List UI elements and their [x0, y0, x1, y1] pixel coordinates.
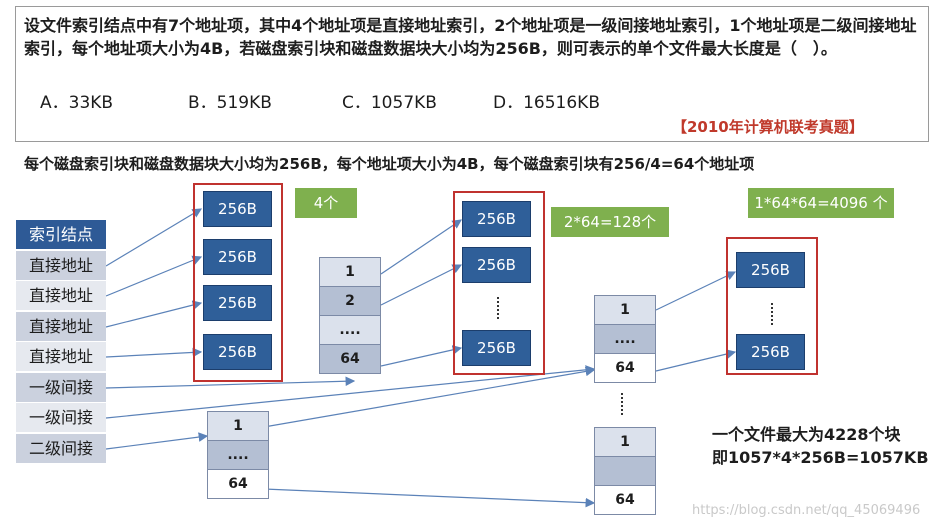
index-entry: 1	[207, 411, 269, 441]
data-block: 256B	[203, 191, 272, 227]
data-block: 256B	[203, 239, 272, 275]
direct-blocks-frame	[193, 183, 283, 382]
arrow-direct-1	[105, 208, 203, 267]
data-block: 256B	[462, 330, 531, 366]
arrow-direct-2	[105, 255, 203, 297]
arrow-direct-3	[105, 300, 203, 328]
index-entry: 64	[594, 353, 656, 383]
arrow-direct-4	[105, 347, 203, 358]
arrow-ib2-64	[263, 488, 596, 508]
inode-table: 索引结点 直接地址 直接地址 直接地址 直接地址 一级间接 一级间接 二级间接	[16, 220, 106, 464]
arrow-ib1-64	[380, 345, 463, 367]
summary-line-2: 即1057*4*256B=1057KB	[712, 448, 929, 467]
index-entry: ....	[594, 324, 656, 354]
index-entry: 64	[207, 469, 269, 499]
index-entry: 1	[594, 295, 656, 325]
option-d: D．16516KB	[493, 93, 600, 113]
index-entry	[594, 456, 656, 486]
arrow-l2	[105, 432, 209, 450]
inode-item: 二级间接	[16, 433, 106, 463]
level1-blocks-frame	[453, 191, 545, 375]
data-block: 256B	[462, 201, 531, 237]
arrow-l1-b	[105, 365, 596, 419]
index-block-l2-sub-64: 1 64	[594, 427, 656, 515]
inode-item: 一级间接	[16, 403, 106, 432]
index-block-l2: 1 .... 64	[207, 411, 269, 499]
data-block: 256B	[203, 334, 272, 370]
index-entry: 64	[594, 485, 656, 515]
ellipsis-dots	[621, 393, 627, 415]
inode-item: 直接地址	[16, 311, 106, 341]
ellipsis-dots	[771, 303, 777, 325]
arrow-ib2-1	[263, 366, 596, 428]
arrow-ib3-64	[655, 349, 737, 372]
summary-line-1: 一个文件最大为4228个块	[712, 425, 901, 444]
arrow-ib3-1	[655, 271, 737, 311]
arrow-ib1-1	[380, 219, 462, 275]
index-entry: 2	[319, 286, 381, 316]
callout-direct: 4个	[295, 188, 357, 218]
data-block: 256B	[462, 247, 531, 283]
ellipsis-dots	[497, 297, 503, 319]
summary-text: 一个文件最大为4228个块 即1057*4*256B=1057KB	[712, 423, 929, 469]
inode-item: 直接地址	[16, 281, 106, 310]
data-block: 256B	[736, 252, 805, 288]
arrow-l1-a	[105, 376, 356, 389]
index-entry: ....	[319, 315, 381, 345]
option-b: B．519KB	[188, 93, 272, 113]
option-a: A．33KB	[40, 93, 114, 113]
question-box	[15, 6, 929, 142]
question-text: 设文件索引结点中有7个地址项，其中4个地址项是直接地址索引，2个地址项是一级间接…	[24, 16, 917, 58]
data-block: 256B	[203, 285, 272, 321]
callout-level2: 1*64*64=4096 个	[748, 188, 894, 218]
index-block-l2-sub-1: 1 .... 64	[594, 295, 656, 383]
index-entry: 64	[319, 344, 381, 374]
inode-item: 直接地址	[16, 250, 106, 280]
explanation-note: 每个磁盘索引块和磁盘数据块大小均为256B，每个地址项大小为4B，每个磁盘索引块…	[24, 155, 755, 173]
index-entry: 1	[319, 257, 381, 287]
arrow-ib1-2	[380, 264, 463, 306]
inode-item: 直接地址	[16, 342, 106, 371]
data-block: 256B	[736, 334, 805, 370]
question-source: 【2010年计算机联考真题】	[672, 118, 864, 136]
watermark: https://blog.csdn.net/qq_45069496	[692, 503, 921, 518]
inode-header: 索引结点	[16, 220, 106, 249]
inode-item: 一级间接	[16, 372, 106, 402]
index-entry: ....	[207, 440, 269, 470]
level2-blocks-frame	[726, 237, 818, 375]
option-c: C．1057KB	[342, 93, 437, 113]
index-block-l1: 1 2 .... 64	[319, 257, 381, 374]
index-entry: 1	[594, 427, 656, 457]
callout-level1: 2*64=128个	[551, 207, 669, 237]
